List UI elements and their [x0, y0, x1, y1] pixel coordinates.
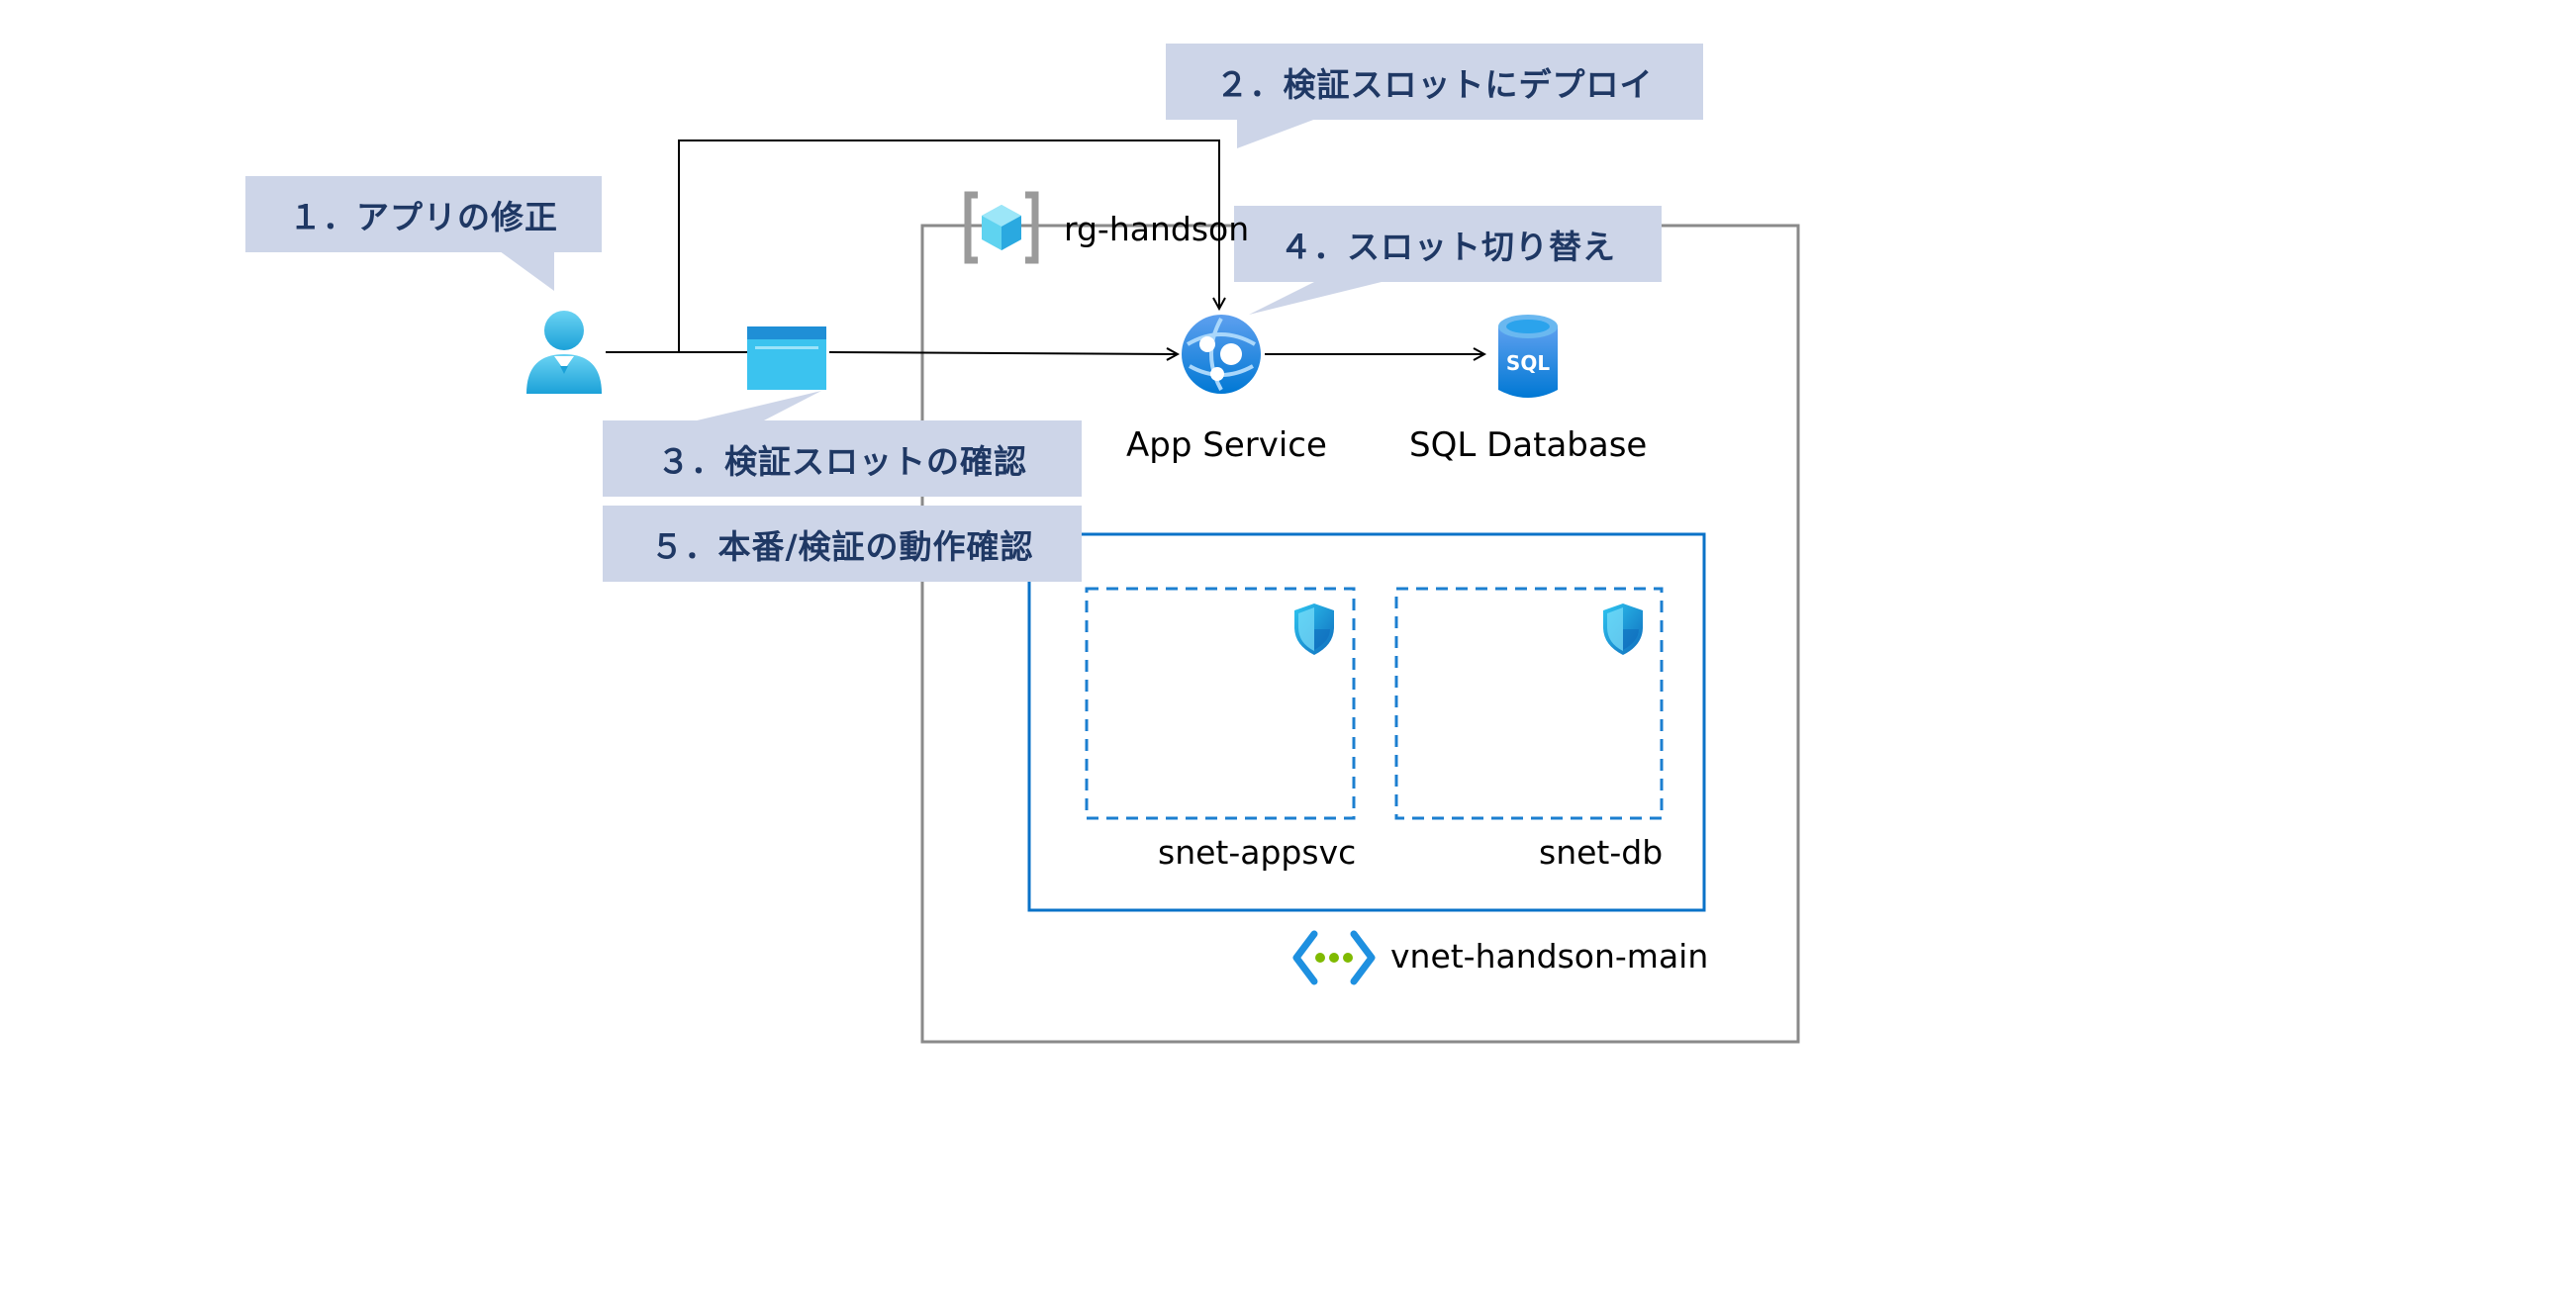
user-icon	[526, 311, 602, 394]
subnet-label-appsvc: snet-appsvc	[1158, 833, 1357, 872]
callout-step1: １．アプリの修正	[289, 197, 558, 236]
app-service-label: App Service	[1126, 425, 1327, 465]
resource-group-frame	[920, 224, 1800, 1044]
browser-window-icon	[747, 326, 826, 390]
connector-deploy	[678, 139, 1219, 352]
callout-step2: ２．検証スロットにデプロイ	[1215, 64, 1654, 104]
sql-badge-text: SQL	[1506, 351, 1550, 375]
callout-shapes	[245, 44, 1703, 582]
flow-connectors	[606, 139, 1484, 354]
sql-database-icon: SQL	[1498, 315, 1558, 398]
resource-group-icon	[964, 191, 1039, 264]
vnet-frame	[1027, 532, 1706, 912]
sql-database-label: SQL Database	[1409, 425, 1648, 465]
nsg-shield-icon	[1603, 604, 1643, 655]
resource-group-label: rg-handson	[1064, 210, 1250, 248]
subnet-frame-db	[1394, 587, 1664, 820]
callout-step3: ３．検証スロットの確認	[657, 441, 1027, 481]
callout-step4: ４．スロット切り替え	[1280, 227, 1616, 266]
callout-step5: ５．本番/検証の動作確認	[650, 526, 1034, 566]
app-service-icon	[1182, 315, 1261, 394]
vnet-label: vnet-handson-main	[1390, 937, 1709, 975]
nsg-shield-icon	[1294, 604, 1334, 655]
subnet-label-db: snet-db	[1539, 833, 1664, 872]
connector-browser-to-appservice	[828, 352, 1178, 354]
subnet-frame-appsvc	[1085, 587, 1356, 820]
virtual-network-icon	[1292, 930, 1376, 985]
